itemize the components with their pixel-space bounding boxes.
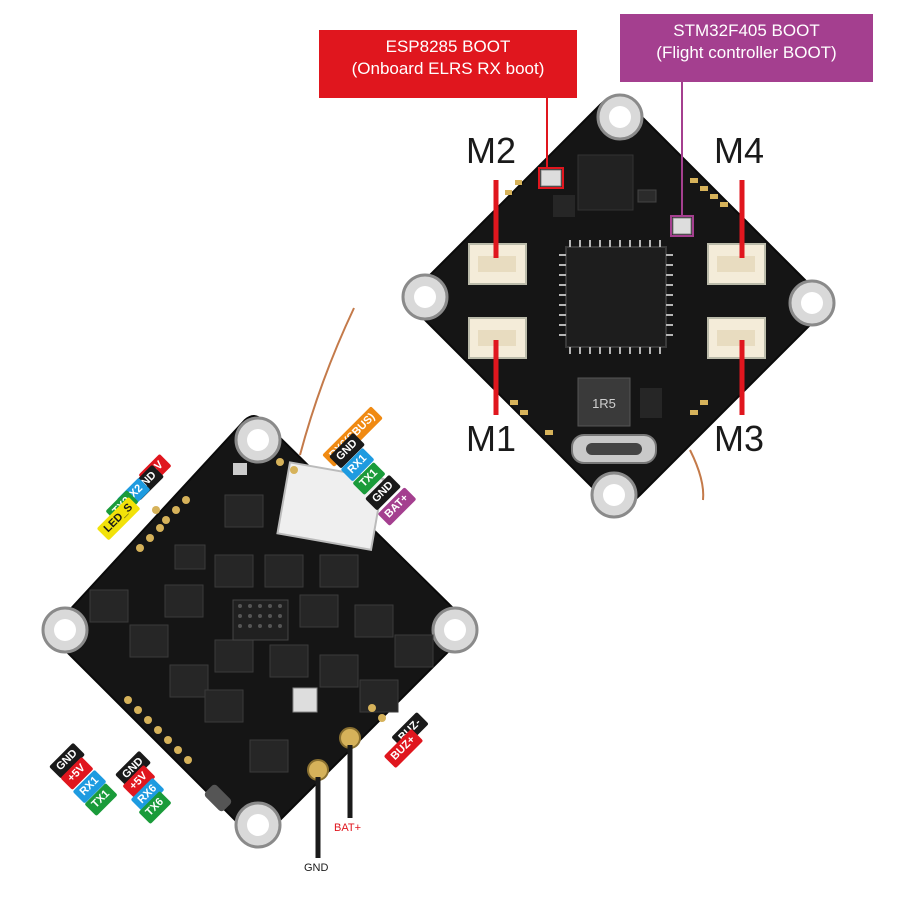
inductor [577, 377, 631, 427]
edge-pads-back [505, 178, 728, 435]
stm-boot-desc: (Flight controller BOOT) [656, 43, 837, 62]
esp-boot-button [540, 169, 562, 187]
esp-boot-callout: ESP8285 BOOT (Onboard ELRS RX boot) [319, 30, 577, 98]
m3-label: M3 [714, 418, 765, 459]
esp-boot-highlight [538, 167, 564, 189]
chip-elrs [577, 154, 634, 211]
stm-boot-button [672, 217, 692, 235]
inductor-label: 1R5 [592, 396, 616, 411]
mount-holes-front [41, 416, 479, 849]
antenna-wire-front [299, 307, 355, 456]
esc-mosfets [89, 494, 434, 773]
esp-boot-title: ESP8285 BOOT [385, 37, 511, 56]
bat-label: BAT+ [334, 822, 362, 834]
antenna-wire-back [689, 449, 705, 501]
esp-boot-desc: (Onboard ELRS RX boot) [351, 59, 545, 78]
stm-boot-title: STM32F405 BOOT [673, 21, 820, 40]
motor-connectors [468, 243, 766, 359]
chip-mcu [565, 246, 667, 348]
m4-label: M4 [714, 130, 765, 171]
gnd-label: GND [304, 862, 329, 874]
m2-label: M2 [466, 130, 517, 171]
edge-pads-front [124, 458, 386, 764]
stm-boot-callout: STM32F405 BOOT (Flight controller BOOT) [620, 14, 873, 82]
board-front [41, 307, 479, 858]
m1-label: M1 [466, 418, 517, 459]
chip-dots [238, 604, 282, 628]
board-back: 1R5 [401, 82, 836, 519]
baro-chip [292, 687, 318, 713]
mount-holes-back [401, 93, 836, 519]
